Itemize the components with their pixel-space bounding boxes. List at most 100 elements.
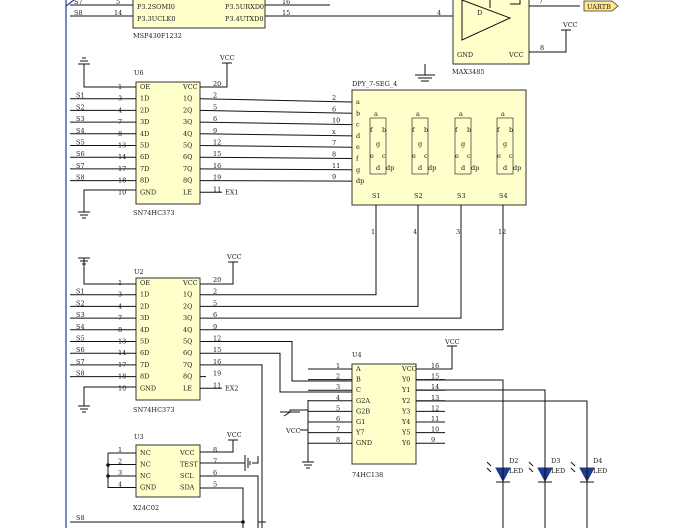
u4-pin-num: 9 [431, 436, 435, 444]
u4-pin-name: Y5 [401, 429, 410, 437]
u6-pins-pin-name: 8Q [183, 177, 192, 185]
led-ref: D2 [509, 457, 518, 465]
led-icon [528, 460, 553, 528]
u3-test-ground-icon [200, 455, 259, 471]
u6-pins-pin-name: 2Q [183, 106, 192, 114]
u6-out-pin-num: 10 [332, 117, 340, 125]
u2-pins-pin-name: OE [140, 279, 150, 287]
uartb-net-flag [583, 0, 619, 12]
dpy-inner-seg: dp [428, 164, 436, 172]
digit-block [496, 117, 514, 175]
dpy-inner-seg: b [509, 126, 513, 134]
u2-pins-le-net: EX2 [225, 384, 239, 392]
u4-pin-name: Y4 [401, 418, 410, 426]
u3-pin-num: 7 [213, 458, 217, 466]
u6-pins-le-net: EX1 [225, 188, 239, 196]
u3-pin-num: 5 [213, 481, 217, 489]
dpy-inner-seg: d [461, 164, 465, 172]
max485: D 4 GND VCC MAX3485 7 UARTB 8 VCC [415, 0, 619, 82]
u6-pins-pin-name: 3D [140, 118, 149, 126]
u4-part: 74HC138 [352, 471, 383, 479]
dpy-inner-seg: a [501, 110, 505, 118]
led-ref: D3 [551, 457, 560, 465]
u4-pin-num: 3 [336, 383, 340, 391]
mcu-pin-num-right-1: 16 [282, 0, 290, 6]
u2-pins-pin-num: 8 [118, 326, 122, 334]
u4-pin-name: G2B [356, 407, 370, 415]
u2-pins-pin-name: 3D [140, 314, 149, 322]
dpy-inner-seg: g [461, 140, 465, 148]
u2-pins-pin-name: 5Q [183, 338, 192, 346]
dpy-seg-label: f [356, 155, 359, 163]
mcu-fragment: S7 S8 5 14 P3.2SOMI0 P3.3UCLK0 P3.5URXD0… [70, 0, 455, 40]
u6-pins-pin-num: 17 [118, 165, 126, 173]
mcu-bus-label-2: S8 [74, 9, 83, 17]
dpy-inner-seg: d [503, 164, 507, 172]
u6-pins-pin-name: GND [140, 188, 156, 196]
u2-pins-pin-num: 15 [213, 346, 221, 354]
u4-pin-num: 2 [336, 373, 340, 381]
dpy-digit-label: S4 [499, 192, 508, 200]
dpy-inner-seg: g [418, 140, 422, 148]
u6-pins-pin-num: 15 [213, 150, 221, 158]
u2-pins-pin-num: 3 [118, 291, 122, 299]
u6-pins-bus-label: S2 [76, 103, 85, 111]
u6-oe-ground-icon [78, 57, 90, 76]
u3-pin-num: 6 [213, 469, 217, 477]
u6-pins-pin-name: 6Q [183, 153, 192, 161]
u6-out-pin-num: x [332, 128, 336, 136]
u2-pins-pin-num: 5 [213, 299, 217, 307]
u3-pin-num: 1 [118, 446, 122, 454]
u2-pins-pin-num: 7 [118, 314, 122, 322]
dpy-inner-seg: c [509, 152, 513, 160]
u6-pins-bus-label: S7 [76, 162, 85, 170]
u6-pins-pin-num: 13 [118, 142, 126, 150]
max485-gnd-label: GND [457, 51, 473, 59]
u6-pins-bus-label: S8 [76, 174, 85, 182]
u6-pins-pin-num: 8 [118, 130, 122, 138]
dpy-digit-pin-num: 1 [371, 228, 375, 236]
dpy-inner-seg: dp [386, 164, 394, 172]
u6-out-pin-num: 9 [332, 173, 336, 181]
u2-pins-pin-name: 4Q [183, 326, 192, 334]
u4-pin-name: A [355, 365, 361, 373]
u4-pin-name: G2A [356, 397, 370, 405]
u6-pins-pin-name: 5Q [183, 142, 192, 150]
u3-part: X24C02 [133, 504, 159, 512]
dpy-digit-label: S2 [414, 192, 423, 200]
u4-gnd-icon [302, 452, 314, 469]
u2-pins-bus-label: S6 [76, 346, 85, 354]
dpy-inner-seg: f [497, 126, 500, 134]
dpy-inner-seg: e [497, 152, 501, 160]
dpy-digit-label: S3 [457, 192, 466, 200]
u6-pins-pin-num: 20 [213, 80, 221, 88]
u4-pin-num: 10 [431, 426, 439, 434]
u3-pin-num: 2 [118, 458, 122, 466]
u6-pins-pin-name: 7Q [183, 165, 192, 173]
u4-pin-name: Y3 [401, 407, 410, 415]
u6-pins-pin-num: 3 [118, 95, 122, 103]
u6-pins-pin-name: VCC [182, 83, 198, 91]
u4-pin-name: Y1 [401, 386, 410, 394]
dpy-inner-seg: b [467, 126, 471, 134]
u6-pins-pin-name: LE [183, 188, 192, 196]
max485-pin-top: 7 [539, 0, 543, 5]
u4-pin-name: G1 [356, 418, 365, 426]
u6-pins-bus-label: S1 [76, 92, 85, 100]
u4-pin-num: 1 [336, 362, 340, 370]
dpy-inner-seg: e [412, 152, 416, 160]
u6-pins-pin-num: 11 [213, 185, 221, 193]
u2-oe-ground-icon [78, 257, 136, 285]
u2-pins-pin-name: VCC [182, 279, 198, 287]
u6-pins-pin-num: 10 [118, 188, 126, 196]
led-icon [570, 460, 595, 528]
dpy-inner-seg: a [416, 110, 420, 118]
dpy-inner-seg: dp [471, 164, 479, 172]
mcu-pin-right-1: P3.5URXD0 [225, 3, 264, 11]
dpy-digit-label: S1 [372, 192, 381, 200]
u6-pins-pin-name: OE [140, 83, 150, 91]
u3-pin-name: GND [140, 484, 156, 492]
